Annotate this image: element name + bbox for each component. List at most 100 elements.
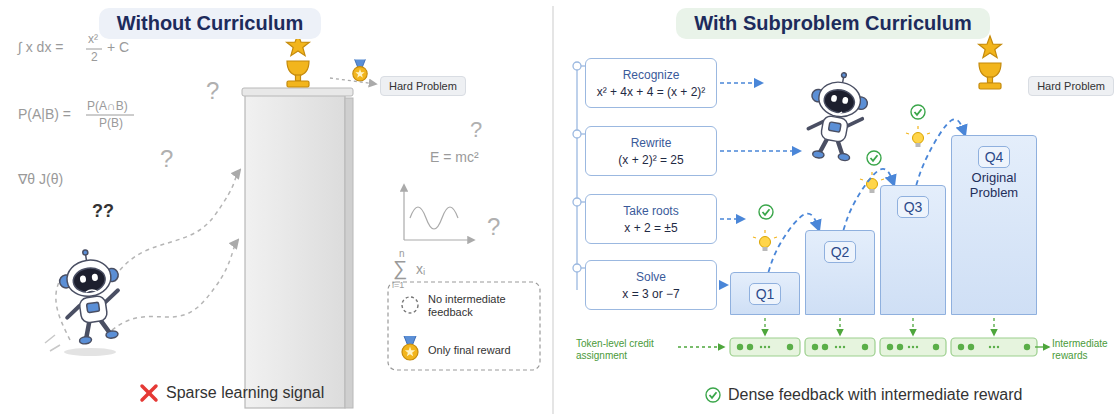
token-dot bbox=[989, 346, 991, 348]
legend-sample-medal bbox=[402, 336, 418, 360]
node-text: x² + 4x + 4 = (x + 2)² bbox=[597, 85, 706, 99]
token-segment bbox=[805, 338, 875, 356]
pointer-arrow bbox=[720, 284, 727, 286]
problem-tag: Hard Problem bbox=[1028, 76, 1114, 96]
fraction-bar bbox=[86, 49, 102, 50]
panel-title: With Subproblem Curriculum bbox=[676, 8, 990, 39]
label-text: + C bbox=[107, 40, 129, 55]
hard-problem-pillar bbox=[242, 88, 353, 408]
subproblem-box: Rewrite(x + 2)² = 25 bbox=[585, 126, 717, 176]
node-heading: Recognize bbox=[623, 68, 680, 82]
node-heading: With Subproblem Curriculum bbox=[694, 12, 972, 35]
node-heading: Q4 bbox=[978, 146, 1011, 168]
token-dot bbox=[897, 344, 903, 350]
token-dot bbox=[887, 344, 893, 350]
check-icon bbox=[867, 151, 881, 165]
node-text: Original Problem bbox=[952, 171, 1036, 201]
node-text: x + 2 = ±5 bbox=[624, 221, 677, 235]
credit-arrow bbox=[678, 346, 724, 347]
token-dot bbox=[916, 346, 918, 348]
node-heading: Q3 bbox=[897, 196, 930, 218]
motion-lines bbox=[45, 335, 60, 351]
check-icon bbox=[911, 105, 925, 119]
subproblem-box: Recognize x² + 4x + 4 = (x + 2)² bbox=[585, 58, 717, 108]
leader-line bbox=[330, 78, 376, 84]
label-text: Dense feedback with intermediate reward bbox=[728, 386, 1022, 404]
legend-box bbox=[388, 282, 540, 370]
panel-divider bbox=[552, 6, 553, 414]
token-dot bbox=[912, 346, 914, 348]
reward-arrow bbox=[839, 318, 840, 335]
token-dot bbox=[747, 344, 753, 350]
token-dot bbox=[968, 344, 974, 350]
token-dot bbox=[737, 344, 743, 350]
label-text: x² bbox=[88, 33, 98, 46]
label-text: P(A|B) = bbox=[18, 107, 71, 122]
robot-frown bbox=[86, 290, 98, 292]
cross-icon bbox=[142, 386, 156, 400]
panel-title: Without Curriculum bbox=[99, 8, 321, 39]
fraction-bar bbox=[86, 115, 134, 116]
label-text: 2 bbox=[91, 51, 98, 64]
token-dot bbox=[822, 344, 828, 350]
node-heading: Solve bbox=[636, 270, 666, 284]
robot-smile bbox=[830, 112, 842, 115]
token-dot bbox=[768, 346, 770, 348]
check-icon bbox=[759, 205, 773, 219]
reward-arrow bbox=[993, 318, 994, 335]
token-dot bbox=[812, 344, 818, 350]
shadow bbox=[64, 348, 116, 356]
label-text: ? bbox=[470, 118, 482, 142]
label-text: ? bbox=[206, 78, 219, 104]
token-dot bbox=[843, 346, 845, 348]
token-dot bbox=[835, 346, 837, 348]
label-text: ∫ x dx = bbox=[18, 40, 63, 55]
node-heading: Take roots bbox=[623, 204, 678, 218]
pointer-arrow bbox=[720, 218, 744, 220]
label-text: Token-level credit assignment bbox=[576, 338, 676, 362]
stair-step: Q1 bbox=[730, 272, 800, 315]
token-segment bbox=[880, 338, 946, 356]
small-chart bbox=[404, 185, 474, 240]
robot-confused bbox=[56, 246, 127, 346]
check-icon bbox=[706, 388, 720, 402]
label-text: i=1 bbox=[392, 281, 404, 291]
token-dot bbox=[862, 344, 868, 350]
label-text: ∑ bbox=[393, 257, 407, 279]
reward-arrow bbox=[764, 318, 765, 335]
label-text: ?? bbox=[92, 202, 114, 222]
stair-step: Q4Original Problem bbox=[951, 135, 1037, 315]
pointer-arrow bbox=[720, 82, 762, 84]
token-segment bbox=[730, 338, 800, 356]
node-heading: Hard Problem bbox=[1037, 80, 1105, 92]
node-heading: Q1 bbox=[749, 283, 782, 305]
medal bbox=[353, 59, 367, 81]
token-dot bbox=[760, 346, 762, 348]
token-dot bbox=[764, 346, 766, 348]
stair-step: Q3 bbox=[880, 185, 946, 315]
subproblem-box: Take roots x + 2 = ±5 bbox=[585, 194, 717, 244]
legend-text: Only final reward bbox=[428, 344, 532, 357]
label-text: Intermediate rewards bbox=[1052, 338, 1116, 362]
timeline bbox=[573, 62, 581, 290]
legend-sample-circle bbox=[402, 297, 418, 313]
label-text: P(A∩B) bbox=[87, 100, 128, 113]
trophy bbox=[287, 34, 310, 87]
token-dot bbox=[839, 346, 841, 348]
robot-happy bbox=[801, 68, 872, 165]
subproblem-box: Solve x = 3 or −7 bbox=[585, 260, 717, 310]
label-text: xᵢ bbox=[416, 262, 425, 277]
dynamic-art bbox=[581, 66, 1049, 356]
token-dot bbox=[997, 346, 999, 348]
node-text: x = 3 or −7 bbox=[622, 287, 679, 301]
node-heading: Q2 bbox=[824, 241, 857, 263]
trophy bbox=[979, 36, 1002, 89]
token-dot bbox=[908, 346, 910, 348]
node-heading: Hard Problem bbox=[389, 80, 457, 92]
reward-arrow bbox=[912, 318, 913, 335]
token-segment bbox=[951, 338, 1037, 356]
legend-text: No intermediate feedback bbox=[428, 293, 532, 319]
token-dot bbox=[1024, 344, 1030, 350]
reward-out-arrow bbox=[1035, 346, 1049, 347]
token-dot bbox=[993, 346, 995, 348]
